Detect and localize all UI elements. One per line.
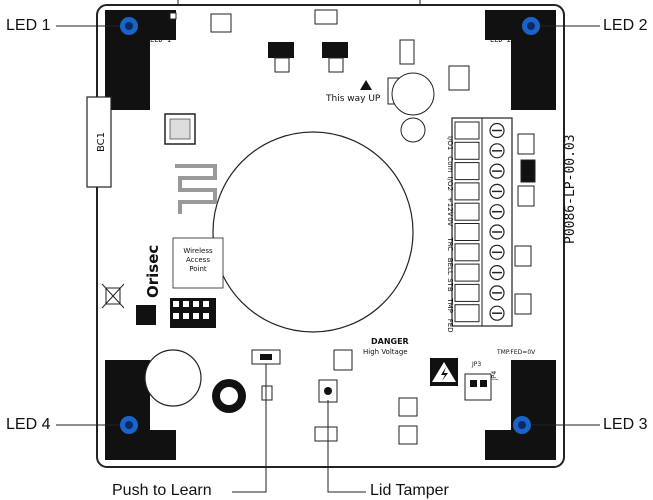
terminal-cell-0 xyxy=(454,121,480,140)
lid-tamper-switch xyxy=(318,379,338,403)
silk-led3: LED 3 xyxy=(508,452,529,460)
bc1-block xyxy=(86,96,112,188)
part-number: P0086-LP-00.03 xyxy=(563,134,578,244)
callout-led2: LED 2 xyxy=(603,17,648,34)
silk-led2: LED 2 xyxy=(490,36,511,44)
terminal-label-9: FED xyxy=(446,319,454,333)
terminal-cell-4 xyxy=(454,202,480,221)
buzzer xyxy=(144,349,202,407)
wap-line-1: Wireless xyxy=(183,247,213,255)
bc1-label: BC1 xyxy=(96,132,107,152)
top-components xyxy=(169,9,470,143)
weee-bin-symbol xyxy=(101,283,125,309)
terminal-label-2: I/O2 xyxy=(446,177,454,191)
terminal-label-1: Com xyxy=(446,156,454,172)
brand-logo: Orisec xyxy=(144,245,162,298)
terminal-label-0: I/O1 xyxy=(446,136,454,150)
terminal-cell-3 xyxy=(454,182,480,201)
jumper-connector xyxy=(464,373,492,401)
up-arrow xyxy=(360,80,372,90)
terminal-cell-6 xyxy=(454,243,480,262)
terminal-cell-1 xyxy=(454,141,480,160)
silk-led4: LED 4 xyxy=(140,452,161,460)
push-to-learn-switch xyxy=(251,349,281,365)
terminal-label-5: TRC xyxy=(446,237,454,252)
jp3-label: JP3 xyxy=(471,361,481,368)
header-pins xyxy=(170,298,216,328)
bottom-chip xyxy=(333,349,353,371)
led-1-dot xyxy=(120,17,138,35)
top-notch xyxy=(177,0,421,5)
terminal-cell-2 xyxy=(454,162,480,181)
terminal-cell-9 xyxy=(454,304,480,323)
terminal-label-6: BELL xyxy=(446,258,454,275)
center-cutout xyxy=(212,131,414,333)
terminal-label-4: 0V xyxy=(446,217,454,226)
terminal-label-7: STB xyxy=(446,278,454,292)
inductor xyxy=(212,379,246,413)
bottom-crystal xyxy=(314,426,338,442)
corner-pad-tl xyxy=(105,10,176,110)
leader-lid-tamper xyxy=(327,400,366,493)
terminal-cell-5 xyxy=(454,223,480,241)
led-4-dot xyxy=(120,416,138,434)
high-voltage-label: High Voltage xyxy=(363,348,408,356)
leader-push-to-learn xyxy=(232,364,267,493)
hv-warning-symbol xyxy=(430,358,458,386)
corner-pad-br xyxy=(485,360,556,460)
callout-lid-tamper: Lid Tamper xyxy=(370,482,449,499)
callout-push-to-learn: Push to Learn xyxy=(112,482,212,499)
jumper-label: TMP.FED=0V xyxy=(496,349,536,356)
brand-mark xyxy=(136,305,156,325)
wap-line-3: Point xyxy=(189,265,207,273)
bottom-cap-2 xyxy=(398,425,418,445)
wap-line-2: Access xyxy=(186,256,210,264)
terminal-cell-8 xyxy=(454,283,480,302)
danger-label: DANGER xyxy=(371,337,409,346)
callout-led3: LED 3 xyxy=(603,416,648,433)
bottom-cap-1 xyxy=(398,397,418,417)
terminal-label-3: +12V xyxy=(446,197,454,217)
led-2-dot xyxy=(522,17,540,35)
bottom-small-sq xyxy=(261,385,273,401)
silk-led1: LED 1 xyxy=(150,36,171,44)
qfp-chip xyxy=(164,113,196,145)
right-components xyxy=(514,133,536,315)
led-3-dot xyxy=(513,416,531,434)
callout-led4: LED 4 xyxy=(6,416,51,433)
corner-pad-tr xyxy=(485,10,556,110)
callout-led1: LED 1 xyxy=(6,17,51,34)
antenna-trace xyxy=(175,164,217,214)
terminal-cell-7 xyxy=(454,263,480,282)
terminal-label-8: TMP xyxy=(446,297,454,313)
this-way-up: This way UP xyxy=(325,94,381,104)
wap-box: Wireless Access Point xyxy=(172,237,224,289)
corner-pad-bl xyxy=(105,360,176,460)
jp4-label: JP4 xyxy=(491,371,498,381)
